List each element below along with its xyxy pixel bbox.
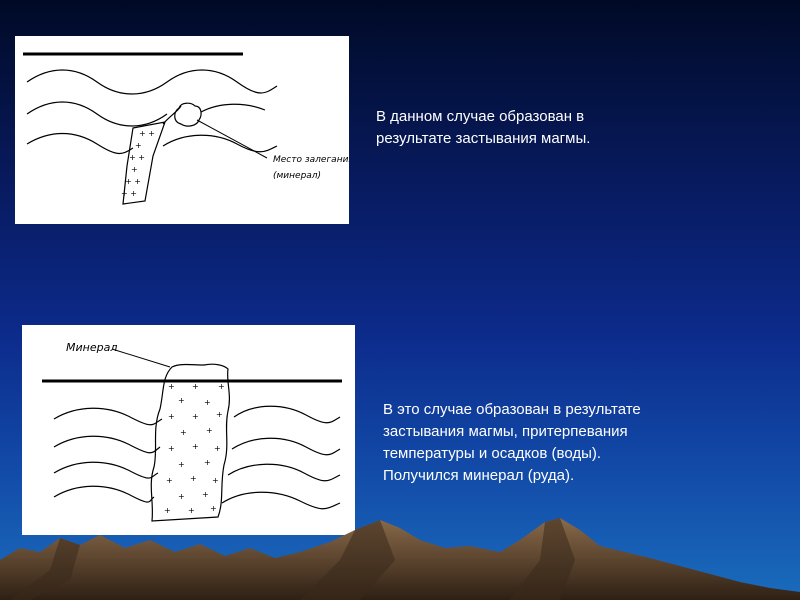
diagram-mineral-column-drawing: Минерал +++ ++ +++ ++ +++ ++ +++ ++ +++	[42, 341, 342, 522]
svg-text:+ +: + +	[139, 129, 155, 138]
caption-top-line: результате застывания магмы.	[376, 130, 591, 147]
svg-text:+: +	[168, 412, 175, 421]
magma-plus-signs: + + + + + + + + + +	[121, 129, 155, 198]
deposit-label-line1: Место залегания	[273, 155, 349, 165]
rock-layer-left-1	[53, 407, 163, 426]
caption-bottom-line: В это случае образован в результате	[383, 401, 641, 418]
rock-layer-3b	[162, 134, 278, 153]
rock-layer-1	[26, 69, 278, 95]
svg-text:+: +	[212, 476, 219, 485]
svg-text:+: +	[164, 506, 171, 515]
diagram-magma-vein-drawing: + + + + + + + + + + Место залегания (мин…	[23, 52, 349, 205]
svg-text:+: +	[214, 444, 221, 453]
diagram-magma-vein: + + + + + + + + + + Место залегания (мин…	[15, 36, 349, 224]
caption-bottom-line: застывания магмы, притерпевания	[383, 423, 628, 440]
rock-layer-right-3	[227, 463, 341, 482]
svg-text:+: +	[188, 506, 195, 515]
svg-text:+: +	[210, 504, 217, 513]
svg-text:+: +	[216, 410, 223, 419]
svg-text:+: +	[168, 382, 175, 391]
svg-text:+: +	[192, 382, 199, 391]
svg-text:+: +	[192, 442, 199, 451]
svg-text:+: +	[178, 460, 185, 469]
caption-bottom: В это случае образован в результате заст…	[383, 399, 743, 487]
svg-text:+: +	[192, 412, 199, 421]
label-pointer	[196, 119, 268, 159]
rock-layer-right-1	[233, 405, 341, 424]
mineral-pointer	[111, 348, 171, 368]
rock-layer-left-2	[53, 435, 161, 454]
svg-text:+: +	[131, 165, 138, 174]
svg-text:+: +	[166, 476, 173, 485]
mineral-label: Минерал	[66, 341, 117, 354]
svg-text:+: +	[204, 458, 211, 467]
diagram-mineral-column: Минерал +++ ++ +++ ++ +++ ++ +++ ++ +++	[22, 325, 355, 535]
svg-text:+: +	[218, 382, 225, 391]
svg-text:+: +	[204, 398, 211, 407]
rock-layer-left-4	[53, 485, 155, 503]
mineral-plus-signs: +++ ++ +++ ++ +++ ++ +++ ++ +++	[164, 382, 225, 515]
rock-layer-3	[26, 133, 134, 155]
deposit-label-line2: (минерал)	[273, 171, 321, 181]
rock-layer-left-3	[53, 461, 159, 479]
rock-layer-right-2	[231, 437, 341, 456]
mineral-deposit	[174, 102, 202, 127]
svg-text:+: +	[178, 396, 185, 405]
magma-apophysis	[162, 105, 182, 125]
rock-layer-right-4	[221, 491, 341, 510]
caption-bottom-line: температуры и осадков (воды).	[383, 445, 602, 462]
caption-top-line: В данном случае образован в	[376, 108, 585, 125]
svg-text:+: +	[168, 444, 175, 453]
svg-text:+: +	[178, 492, 185, 501]
svg-text:+ +: + +	[125, 177, 141, 186]
caption-bottom-line: Получился минерал (руда).	[383, 467, 575, 484]
svg-text:+ +: + +	[129, 153, 145, 162]
caption-top: В данном случае образован в результате з…	[376, 106, 676, 150]
mineral-column	[150, 363, 231, 522]
rock-layer-2b	[200, 103, 266, 113]
svg-text:+: +	[190, 474, 197, 483]
svg-text:+: +	[202, 490, 209, 499]
svg-text:+: +	[135, 141, 142, 150]
svg-text:+ +: + +	[121, 189, 137, 198]
svg-text:+: +	[180, 428, 187, 437]
rock-layer-2	[26, 101, 168, 127]
svg-text:+: +	[206, 426, 213, 435]
